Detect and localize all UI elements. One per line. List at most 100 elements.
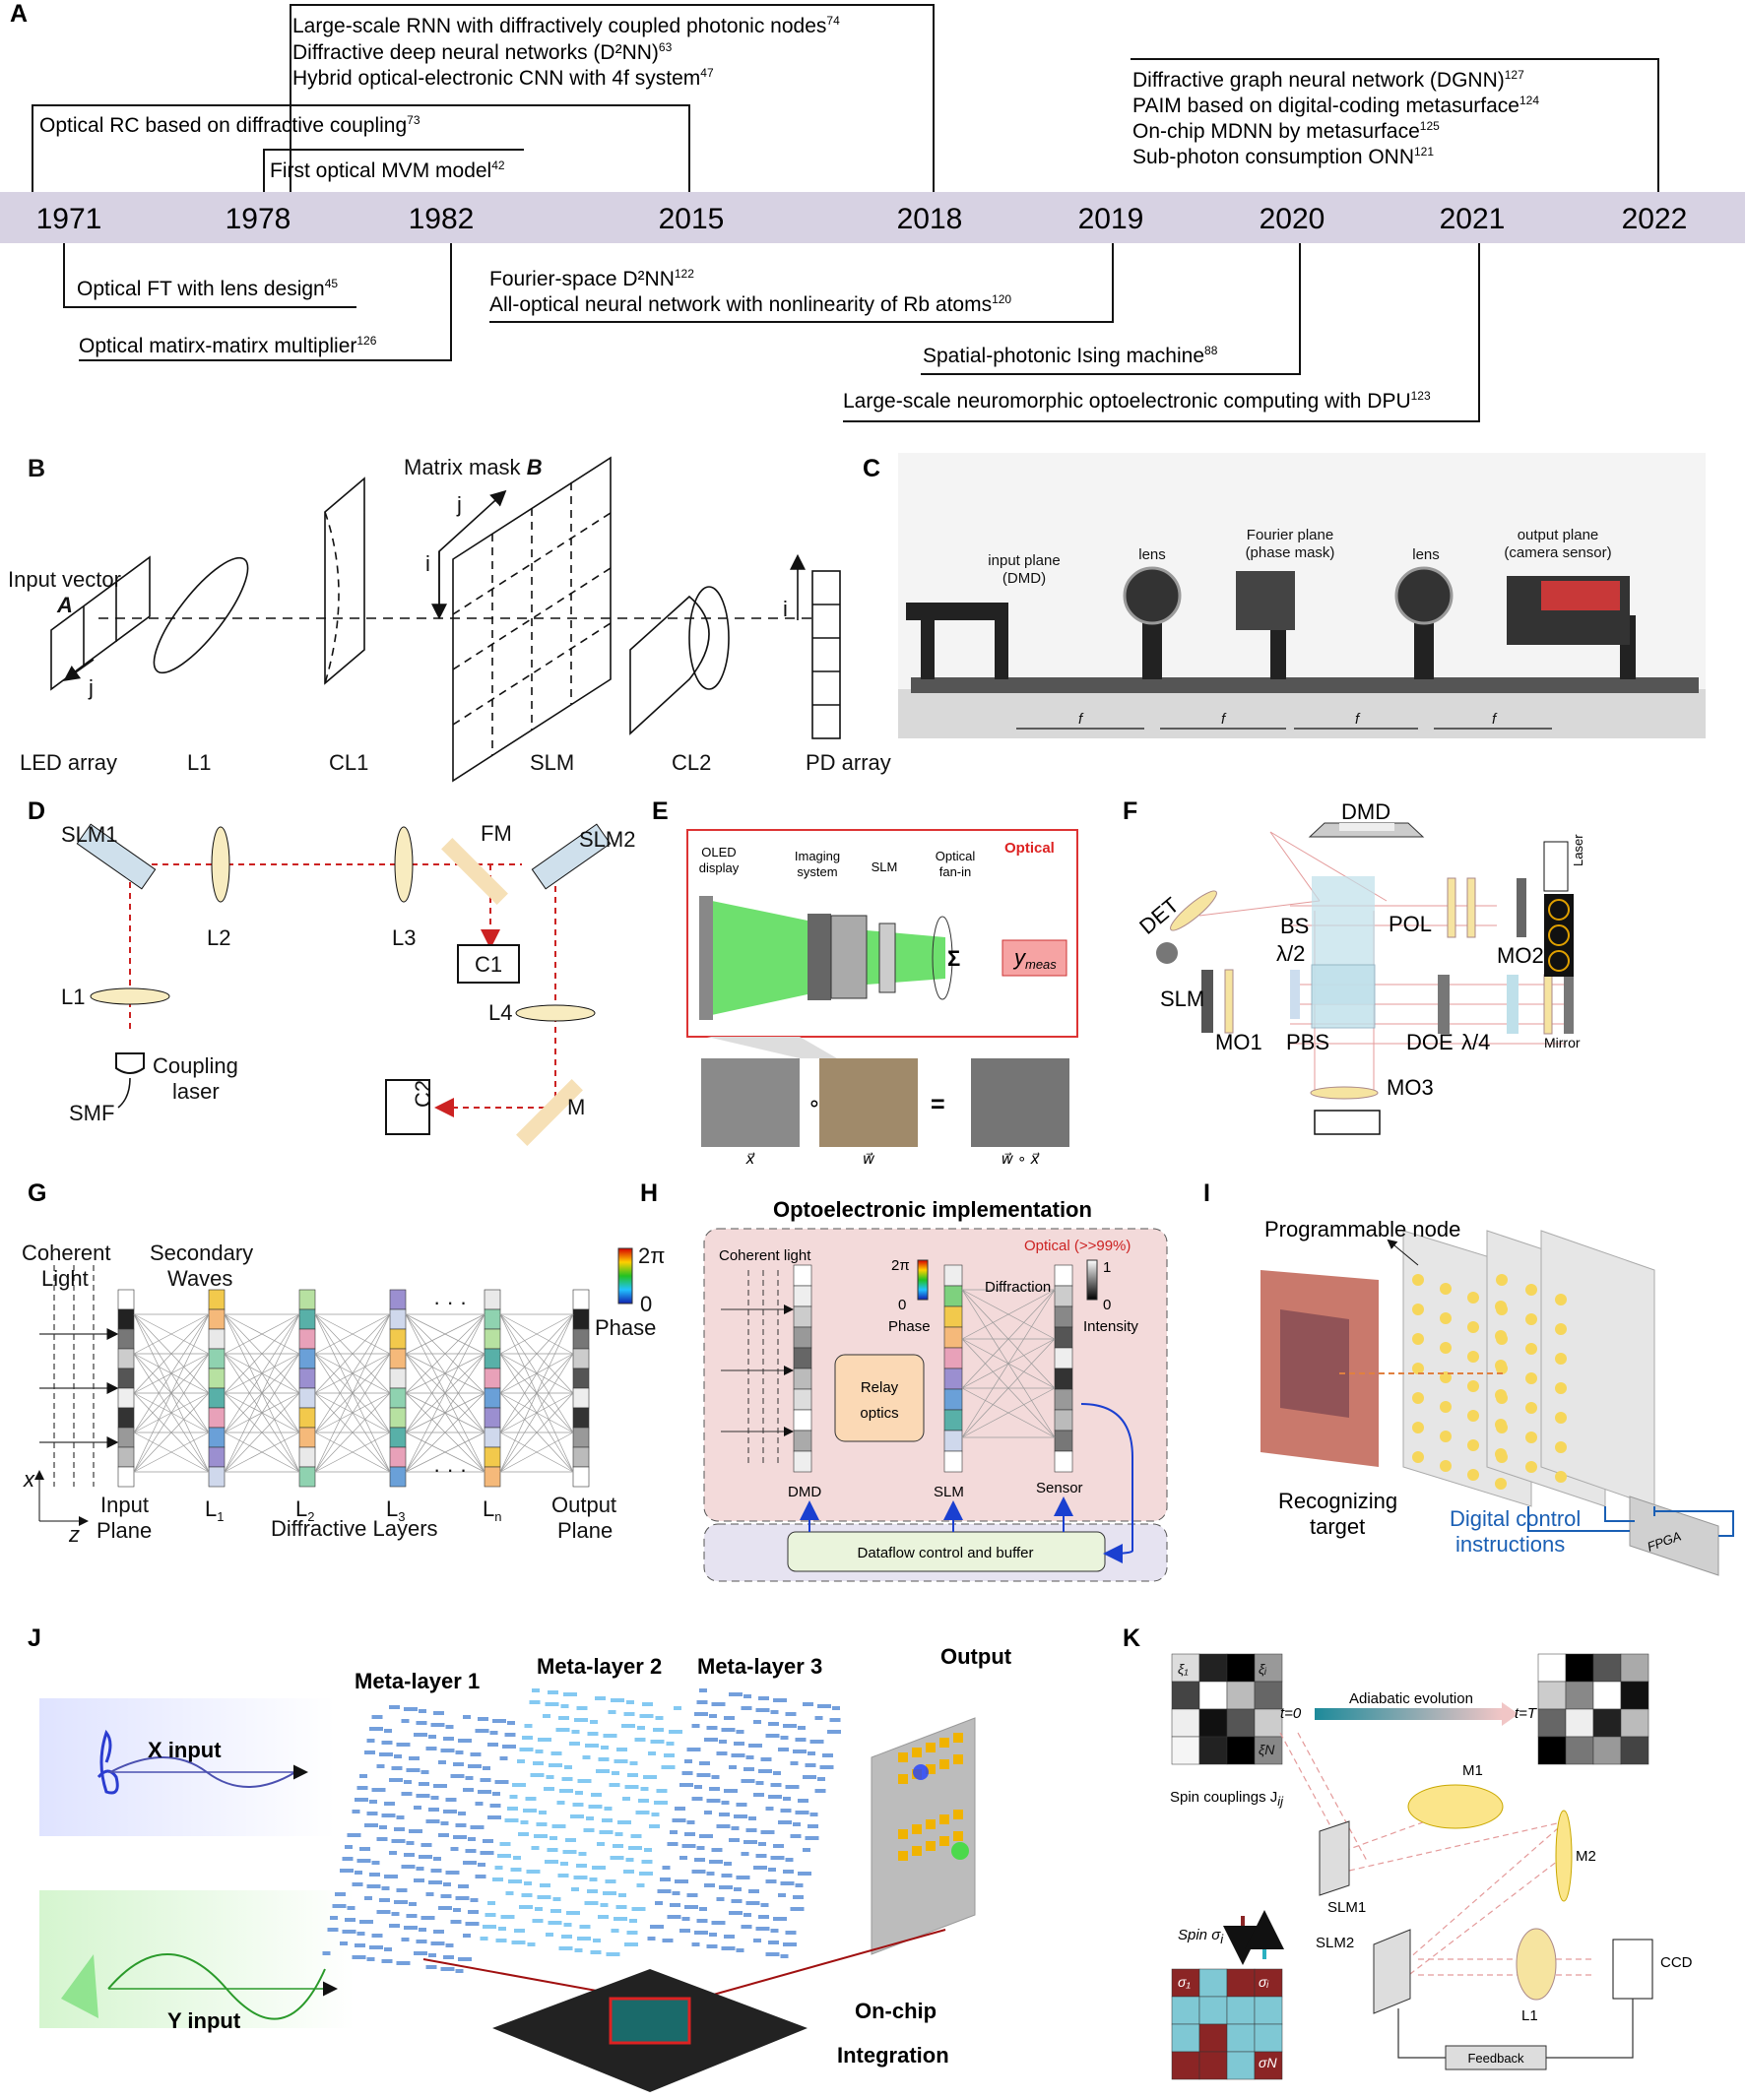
meta-atom	[478, 1790, 491, 1794]
meta-atom	[414, 1951, 427, 1955]
node-dot	[1440, 1342, 1452, 1354]
meta-atom	[369, 1873, 380, 1877]
meta-atom	[595, 1696, 606, 1700]
label-oled: OLED	[701, 845, 736, 859]
meta-atom	[404, 1707, 418, 1711]
layer-cell	[943, 1388, 963, 1411]
label-plane: Plane	[97, 1518, 152, 1543]
layer-l3: L3	[386, 1496, 405, 1524]
meta-atom	[401, 1938, 410, 1941]
meta-layers	[322, 1688, 841, 1973]
meta-atom	[419, 1782, 429, 1786]
meta-atom	[603, 1734, 617, 1738]
node-dot	[1496, 1392, 1508, 1404]
meta-atom	[614, 1759, 628, 1763]
meta-atom	[736, 1803, 747, 1807]
meta-atom	[371, 1788, 386, 1792]
layer-cell	[117, 1427, 135, 1448]
matrix-cell	[1198, 2051, 1228, 2080]
meta-atom	[384, 1729, 392, 1733]
meta-atom	[614, 1832, 623, 1836]
connection-line	[499, 1353, 574, 1473]
meta-atom	[381, 1886, 390, 1890]
label-mo1: MO1	[1215, 1030, 1262, 1054]
index-i: i	[425, 551, 430, 576]
input-vector-label: Input vector	[8, 567, 121, 592]
matrix-cell	[1254, 1653, 1283, 1683]
layer-cell	[572, 1427, 590, 1448]
meta-atom	[626, 1700, 634, 1704]
meta-atom	[624, 1942, 638, 1946]
layer-cell	[298, 1348, 316, 1369]
meta-atom	[505, 1891, 514, 1895]
meta-atom	[765, 1734, 780, 1738]
meta-atom	[495, 1939, 507, 1942]
label-sensor: Sensor	[1036, 1480, 1083, 1496]
detector-cell	[912, 1748, 922, 1757]
connection-line	[133, 1392, 210, 1473]
matrix-cell	[1171, 1653, 1200, 1683]
panel-a: A 1971 1978 1982 2015 2018 2019 2020 202…	[0, 0, 1745, 422]
meta-atom	[588, 1805, 603, 1809]
meta-atom	[384, 1875, 398, 1878]
layer-cell	[117, 1446, 135, 1468]
meta-atom	[608, 1710, 616, 1714]
matrix-cell	[1171, 1681, 1200, 1710]
meta-atom	[631, 1907, 646, 1911]
meta-atom	[748, 1744, 762, 1748]
label-recognizing: Recognizing	[1278, 1489, 1397, 1513]
meta-atom	[409, 1902, 417, 1906]
meta-atom	[691, 1942, 700, 1946]
meta-atom	[559, 1789, 573, 1793]
meta-atom	[716, 1897, 725, 1901]
milestone: Large-scale RNN with diffractively coupl…	[292, 14, 840, 37]
meta-atom	[721, 1874, 733, 1877]
h-columns	[721, 1264, 1073, 1473]
meta-atom	[364, 1823, 378, 1827]
meta-atom	[654, 1801, 668, 1805]
meta-atom	[577, 1779, 592, 1783]
meta-atom	[468, 1837, 476, 1841]
meta-atom	[741, 1706, 752, 1710]
meta-atom	[327, 1928, 339, 1932]
timeline-band	[0, 192, 1745, 243]
layer-cell	[1054, 1430, 1073, 1452]
label-lens: lens	[1412, 546, 1440, 563]
connection-line	[405, 1353, 485, 1473]
meta-atom	[520, 1820, 529, 1824]
label-integration: Integration	[837, 2043, 949, 2068]
detector-cell	[898, 1851, 908, 1861]
meta-atom	[355, 1871, 362, 1875]
meta-atom	[592, 1866, 606, 1870]
meta-atom	[798, 1799, 808, 1803]
meta-atom	[445, 1725, 454, 1729]
meta-atom	[745, 1828, 757, 1832]
meta-atom	[790, 1761, 799, 1765]
layer-cell	[793, 1450, 812, 1473]
meta-atom	[404, 1926, 418, 1930]
label-plane: Plane	[557, 1518, 613, 1543]
meta-atom	[504, 1733, 516, 1737]
meta-atom	[783, 1797, 791, 1801]
meta-atom	[369, 1945, 383, 1949]
meta-atom	[691, 1870, 706, 1874]
meta-atom	[342, 1930, 356, 1934]
meta-atom	[425, 1965, 437, 1969]
connection-line	[499, 1313, 574, 1355]
meta-atom	[790, 1907, 805, 1911]
meta-atom	[661, 1765, 676, 1769]
detector-cell	[926, 1819, 936, 1829]
index-j: j	[456, 492, 462, 517]
connection-line	[961, 1289, 1056, 1340]
meta-atom	[603, 1891, 616, 1895]
layer-cell	[389, 1446, 407, 1468]
meta-atom	[686, 1820, 695, 1824]
meta-atom	[396, 1815, 405, 1819]
meta-atom	[566, 1911, 580, 1915]
meta-atom	[433, 1857, 441, 1861]
layer-cell	[208, 1368, 226, 1389]
meta-atom	[532, 1688, 540, 1692]
meta-atom	[803, 1702, 813, 1706]
layer-cell	[208, 1348, 226, 1369]
matrix-cell	[1171, 1968, 1200, 1998]
